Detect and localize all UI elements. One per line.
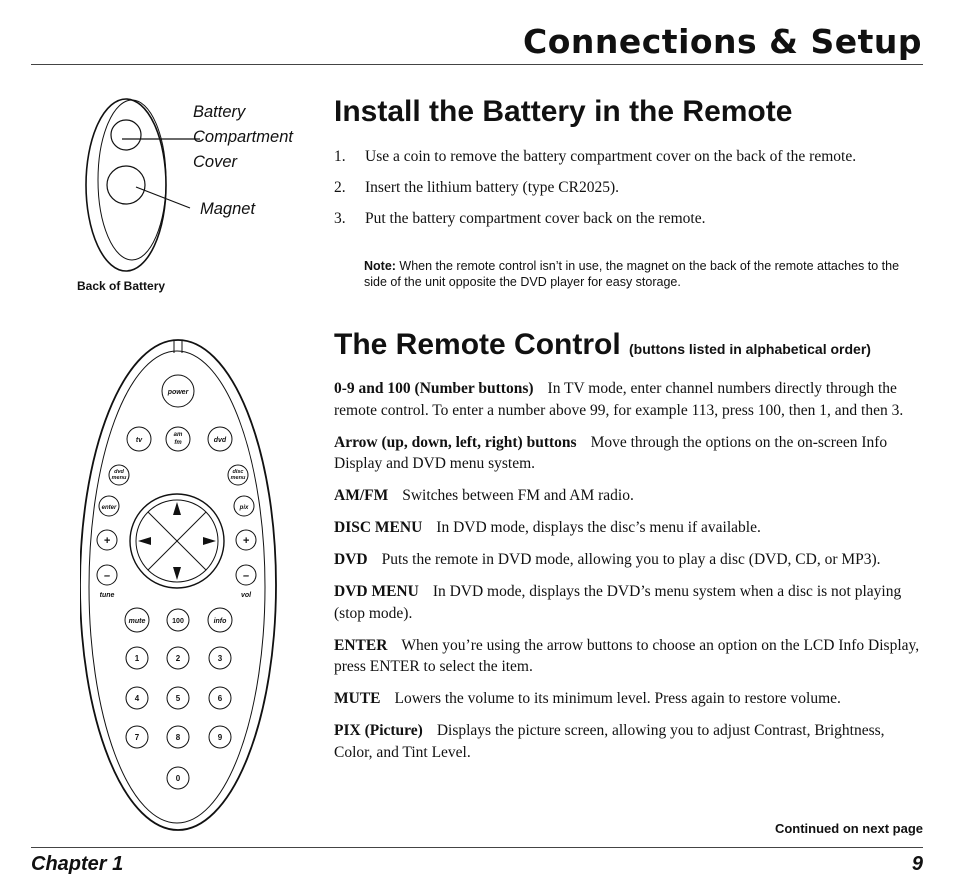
svg-text:4: 4 <box>135 694 140 703</box>
number-button-3[interactable]: 3 <box>208 646 232 670</box>
continued-note: Continued on next page <box>774 821 923 836</box>
svg-text:9: 9 <box>218 733 223 742</box>
svg-text:dvd: dvd <box>114 469 124 475</box>
magnet <box>106 165 146 205</box>
number-button-5[interactable]: 5 <box>166 686 190 710</box>
footer-page-number: 9 <box>911 853 923 875</box>
footer-rule <box>31 847 923 848</box>
tune-down-button[interactable]: – <box>96 564 118 586</box>
svg-text:fm: fm <box>174 440 182 446</box>
figure-caption: Back of Battery <box>77 279 166 293</box>
number-button-0[interactable]: 0 <box>166 766 190 790</box>
vol-down-button[interactable]: – <box>235 564 257 586</box>
pix-button[interactable]: pix <box>233 495 255 517</box>
vol-up-button[interactable]: + <box>235 529 257 551</box>
svg-text:tv: tv <box>136 437 143 444</box>
svg-text:6: 6 <box>218 694 223 703</box>
svg-text:enter: enter <box>102 505 117 511</box>
step-item: 3.Put the battery compartment cover back… <box>334 210 706 227</box>
number-button-2[interactable]: 2 <box>166 646 190 670</box>
vol-label: vol <box>241 592 252 599</box>
page-header-title: Connections & Setup <box>522 22 922 61</box>
storage-note: Note: When the remote control isn’t in u… <box>364 259 900 289</box>
arrow-right-icon[interactable] <box>203 537 216 545</box>
arrow-pad[interactable] <box>129 493 225 589</box>
arrow-left-icon[interactable] <box>138 537 151 545</box>
svg-text:–: – <box>243 570 249 582</box>
hundred-button[interactable]: 100 <box>166 608 190 632</box>
remote-back-illustration <box>85 98 200 272</box>
svg-text:power: power <box>167 389 190 396</box>
svg-text:100: 100 <box>172 618 184 625</box>
svg-text:disc: disc <box>232 469 243 475</box>
svg-text:–: – <box>104 570 110 582</box>
info-button[interactable]: info <box>207 607 233 633</box>
svg-text:+: + <box>243 535 250 547</box>
remote-subheading: (buttons listed in alphabetical order) <box>629 341 871 357</box>
number-button-4[interactable]: 4 <box>125 686 149 710</box>
definition-item: PIX (Picture)Displays the picture screen… <box>334 722 885 761</box>
arrow-down-icon[interactable] <box>173 567 181 580</box>
svg-text:8: 8 <box>176 733 181 742</box>
tv-button[interactable]: tv <box>126 426 152 452</box>
definition-item: 0-9 and 100 (Number buttons)In TV mode, … <box>334 380 904 419</box>
arrow-up-icon[interactable] <box>173 502 181 515</box>
tune-label: tune <box>100 592 115 599</box>
step-item: 2.Insert the lithium battery (type CR202… <box>334 179 619 196</box>
battery-steps: 1.Use a coin to remove the battery compa… <box>334 146 914 239</box>
svg-text:7: 7 <box>135 733 140 742</box>
mute-button[interactable]: mute <box>124 607 150 633</box>
svg-text:info: info <box>214 618 228 625</box>
remote-heading: The Remote Control (buttons listed in al… <box>334 328 871 361</box>
footer-chapter: Chapter 1 <box>31 853 124 875</box>
power-button[interactable]: power <box>161 374 195 408</box>
svg-text:3: 3 <box>218 654 223 663</box>
step-item: 1.Use a coin to remove the battery compa… <box>334 148 857 165</box>
svg-text:menu: menu <box>112 475 127 481</box>
enter-button[interactable]: enter <box>98 495 120 517</box>
number-button-9[interactable]: 9 <box>208 725 232 749</box>
header-rule <box>31 64 923 65</box>
battery-heading: Install the Battery in the Remote <box>334 95 793 128</box>
svg-text:menu: menu <box>231 475 246 481</box>
number-button-1[interactable]: 1 <box>125 646 149 670</box>
am-fm-button[interactable]: am fm <box>165 426 191 452</box>
callout-battery-cover: Battery Compartment Cover <box>193 103 293 171</box>
svg-text:dvd: dvd <box>214 437 227 444</box>
svg-text:1: 1 <box>135 654 140 663</box>
number-button-7[interactable]: 7 <box>125 725 149 749</box>
svg-text:0: 0 <box>176 774 181 783</box>
number-button-8[interactable]: 8 <box>166 725 190 749</box>
callout-magnet: Magnet <box>200 200 256 218</box>
svg-text:5: 5 <box>176 694 181 703</box>
svg-text:mute: mute <box>129 618 146 625</box>
battery-compartment-cover <box>110 119 142 151</box>
number-button-6[interactable]: 6 <box>208 686 232 710</box>
svg-text:+: + <box>104 535 111 547</box>
dvd-button[interactable]: dvd <box>207 426 233 452</box>
tune-up-button[interactable]: + <box>96 529 118 551</box>
button-definitions: 0-9 and 100 (Number buttons)In TV mode, … <box>334 378 926 774</box>
svg-text:2: 2 <box>176 654 181 663</box>
svg-text:pix: pix <box>239 505 249 511</box>
svg-text:am: am <box>174 432 183 438</box>
